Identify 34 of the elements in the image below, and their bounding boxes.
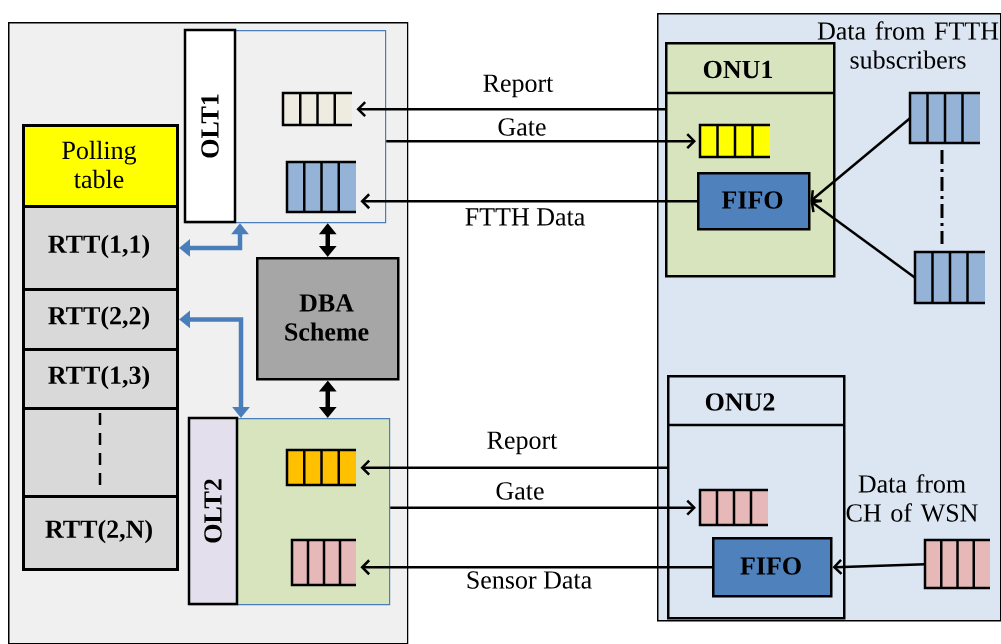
- queue-icon: [698, 488, 768, 527]
- arrow: [810, 199, 916, 279]
- edge-label: FTTH Data: [463, 207, 587, 227]
- table-header: Polling table: [22, 124, 179, 208]
- edge-label: Gate: [494, 481, 546, 501]
- queue-icon: [285, 448, 356, 487]
- label: Data from CH of WSN: [846, 474, 978, 522]
- table-cell: RTT(1,1): [22, 205, 179, 291]
- arrow: [810, 117, 911, 203]
- fifo-box: FIFO: [712, 537, 833, 598]
- arrow: [360, 559, 712, 576]
- arrow: [386, 133, 696, 150]
- queue-icon: [913, 250, 985, 305]
- queue-icon: [923, 538, 990, 590]
- edge-label: Sensor Data: [464, 570, 594, 590]
- arrow: [832, 559, 926, 575]
- fifo-box: FIFO: [697, 172, 811, 231]
- queue-icon: [908, 91, 980, 145]
- arrow: [390, 499, 696, 516]
- arrow: [360, 459, 667, 476]
- queue-icon: [290, 538, 356, 587]
- edge-label: Report: [481, 73, 555, 99]
- edge-label: Gate: [496, 117, 548, 137]
- queue-icon: [281, 91, 352, 127]
- scheme-box: DBA Scheme: [256, 257, 400, 381]
- table-cell: [22, 407, 179, 498]
- queue-icon: [285, 160, 356, 214]
- edge-label: Report: [485, 430, 559, 456]
- table-cell: RTT(2,N): [22, 495, 179, 571]
- table-cell: RTT(2,2): [22, 288, 179, 351]
- arrow: [360, 193, 697, 210]
- arrow: [356, 101, 665, 118]
- table-cell: RTT(1,3): [22, 348, 179, 410]
- queue-icon: [698, 123, 770, 159]
